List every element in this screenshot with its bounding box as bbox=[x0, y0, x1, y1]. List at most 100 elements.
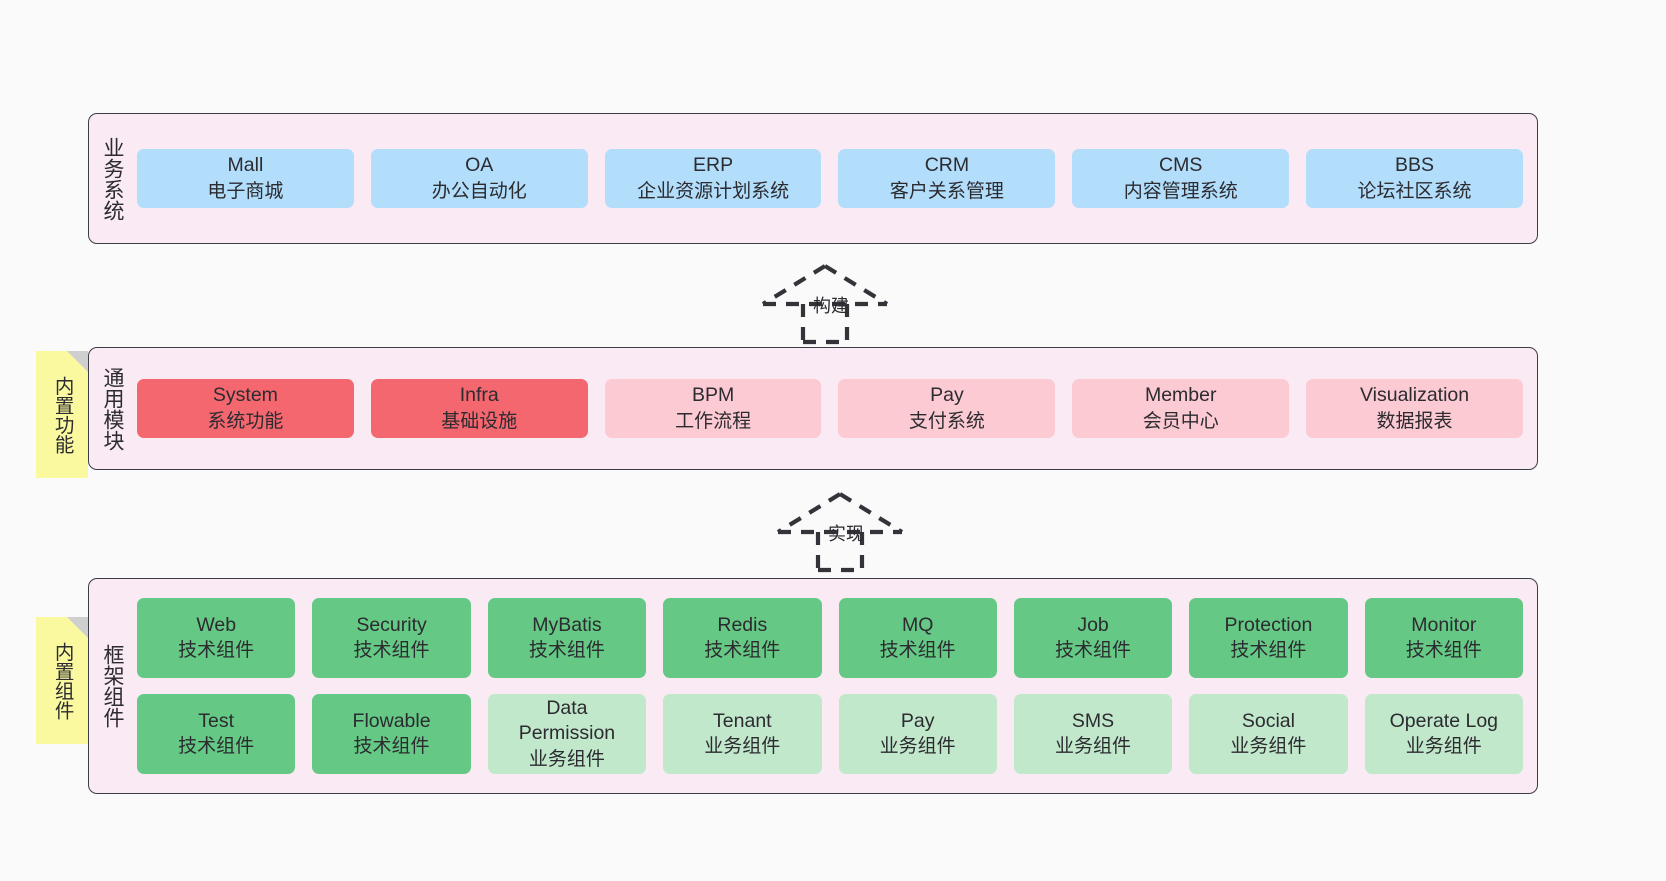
component-box-data-permission[interactable]: Data Permission 业务组件 bbox=[487, 694, 647, 774]
component-name-cont: Permission bbox=[518, 722, 616, 745]
component-name: SMS bbox=[1071, 709, 1115, 732]
layer-row: Test 技术组件 Flowable 技术组件 Data Permission … bbox=[137, 694, 1523, 774]
component-box-mybatis[interactable]: MyBatis 技术组件 bbox=[487, 598, 647, 678]
component-box-social[interactable]: Social 业务组件 bbox=[1189, 694, 1348, 774]
sticky-note-builtin-components: 内置组件 bbox=[36, 617, 88, 744]
module-desc: 客户关系管理 bbox=[889, 180, 1004, 202]
module-desc: 企业资源计划系统 bbox=[637, 180, 790, 202]
component-desc: 技术组件 bbox=[1405, 640, 1482, 662]
module-name: BBS bbox=[1395, 154, 1435, 177]
component-name: MQ bbox=[901, 613, 934, 636]
arrowhead-left-edge bbox=[776, 492, 842, 534]
component-desc: 技术组件 bbox=[704, 640, 781, 662]
arrowhead-right-edge bbox=[823, 264, 889, 306]
layer-body-common: System 系统功能 Infra 基础设施 BPM 工作流程 Pay 支付系统… bbox=[135, 348, 1537, 469]
module-box-erp[interactable]: ERP 企业资源计划系统 bbox=[604, 149, 822, 208]
component-box-test[interactable]: Test 技术组件 bbox=[137, 694, 296, 774]
component-desc: 业务组件 bbox=[704, 736, 781, 758]
component-box-tenant[interactable]: Tenant 业务组件 bbox=[663, 694, 822, 774]
component-box-web[interactable]: Web 技术组件 bbox=[137, 598, 296, 678]
component-box-mq[interactable]: MQ 技术组件 bbox=[838, 598, 997, 678]
module-name: ERP bbox=[693, 154, 734, 177]
module-name: CMS bbox=[1159, 154, 1203, 177]
module-box-cms[interactable]: CMS 内容管理系统 bbox=[1072, 149, 1290, 208]
connector-build: 构建 bbox=[755, 262, 905, 345]
module-desc: 基础设施 bbox=[441, 410, 518, 432]
component-box-security[interactable]: Security 技术组件 bbox=[312, 598, 471, 678]
module-box-oa[interactable]: OA 办公自动化 bbox=[370, 149, 588, 208]
layer-body-framework: Web 技术组件 Security 技术组件 MyBatis 技术组件 Redi… bbox=[135, 579, 1537, 793]
module-name: System bbox=[212, 384, 278, 407]
layer-panel-business: 业务系统 Mall 电子商城 OA 办公自动化 ERP 企业资源计划系统 CRM… bbox=[88, 113, 1538, 244]
module-box-infra[interactable]: Infra 基础设施 bbox=[370, 379, 588, 438]
module-box-member[interactable]: Member 会员中心 bbox=[1072, 379, 1290, 438]
component-name: Web bbox=[196, 613, 237, 636]
component-desc: 技术组件 bbox=[353, 736, 430, 758]
connector-label-implement: 实现 bbox=[828, 524, 864, 544]
layer-row: Web 技术组件 Security 技术组件 MyBatis 技术组件 Redi… bbox=[137, 598, 1523, 678]
component-desc: 技术组件 bbox=[528, 640, 605, 662]
component-desc: 业务组件 bbox=[1405, 736, 1482, 758]
module-box-mall[interactable]: Mall 电子商城 bbox=[137, 149, 354, 208]
sticky-note-builtin-functions: 内置功能 bbox=[36, 351, 88, 478]
layer-panel-common: 通用模块 System 系统功能 Infra 基础设施 BPM 工作流程 Pay… bbox=[88, 347, 1538, 470]
component-box-pay[interactable]: Pay 业务组件 bbox=[838, 694, 997, 774]
module-box-visualization[interactable]: Visualization 数据报表 bbox=[1306, 379, 1523, 438]
arrowhead-left-edge bbox=[761, 264, 827, 306]
component-box-protection[interactable]: Protection 技术组件 bbox=[1189, 598, 1348, 678]
module-name: Pay bbox=[930, 384, 964, 407]
arrowhead-right-edge bbox=[838, 492, 904, 534]
component-box-flowable[interactable]: Flowable 技术组件 bbox=[312, 694, 471, 774]
component-name: Pay bbox=[900, 709, 935, 732]
module-name: Visualization bbox=[1359, 384, 1470, 407]
component-name: Tenant bbox=[713, 709, 772, 732]
module-desc: 系统功能 bbox=[207, 410, 284, 432]
connector-implement: 实现 bbox=[770, 490, 920, 573]
component-name: Test bbox=[198, 709, 235, 732]
component-desc: 技术组件 bbox=[879, 640, 956, 662]
layer-title-framework: 框架组件 bbox=[100, 644, 124, 728]
component-name: Monitor bbox=[1411, 613, 1477, 636]
module-box-pay[interactable]: Pay 支付系统 bbox=[838, 379, 1056, 438]
component-box-operate-log[interactable]: Operate Log 业务组件 bbox=[1364, 694, 1523, 774]
note-fold-icon bbox=[67, 351, 88, 372]
component-desc: 技术组件 bbox=[1230, 640, 1307, 662]
component-box-job[interactable]: Job 技术组件 bbox=[1013, 598, 1173, 678]
component-box-monitor[interactable]: Monitor 技术组件 bbox=[1364, 598, 1523, 678]
module-name: Member bbox=[1144, 384, 1217, 407]
component-desc: 技术组件 bbox=[353, 640, 430, 662]
component-name: Protection bbox=[1224, 613, 1313, 636]
component-desc: 业务组件 bbox=[1055, 736, 1132, 758]
module-desc: 工作流程 bbox=[675, 410, 752, 432]
layer-title-common: 通用模块 bbox=[100, 366, 124, 451]
component-desc: 技术组件 bbox=[1055, 640, 1132, 662]
component-name: Data bbox=[546, 696, 588, 719]
module-box-bbs[interactable]: BBS 论坛社区系统 bbox=[1306, 149, 1523, 208]
layer-body-business: Mall 电子商城 OA 办公自动化 ERP 企业资源计划系统 CRM 客户关系… bbox=[135, 114, 1537, 243]
layer-row: Mall 电子商城 OA 办公自动化 ERP 企业资源计划系统 CRM 客户关系… bbox=[137, 149, 1523, 208]
component-desc: 技术组件 bbox=[178, 736, 255, 758]
layer-title-business: 业务系统 bbox=[100, 136, 124, 221]
component-desc: 业务组件 bbox=[528, 749, 605, 771]
component-name: MyBatis bbox=[532, 613, 602, 636]
module-name: OA bbox=[465, 154, 494, 177]
layer-row: System 系统功能 Infra 基础设施 BPM 工作流程 Pay 支付系统… bbox=[137, 379, 1523, 438]
module-desc: 办公自动化 bbox=[431, 180, 527, 202]
module-name: Mall bbox=[227, 154, 264, 177]
module-desc: 数据报表 bbox=[1376, 410, 1453, 432]
component-name: Operate Log bbox=[1389, 709, 1499, 732]
module-box-crm[interactable]: CRM 客户关系管理 bbox=[838, 149, 1056, 208]
component-box-redis[interactable]: Redis 技术组件 bbox=[663, 598, 822, 678]
module-box-bpm[interactable]: BPM 工作流程 bbox=[604, 379, 822, 438]
module-box-system[interactable]: System 系统功能 bbox=[137, 379, 354, 438]
component-name: Social bbox=[1241, 709, 1295, 732]
component-box-sms[interactable]: SMS 业务组件 bbox=[1013, 694, 1173, 774]
note-fold-icon bbox=[67, 617, 88, 638]
layer-panel-framework: 框架组件 Web 技术组件 Security 技术组件 MyBatis 技术组件… bbox=[88, 578, 1538, 794]
sticky-note-label: 内置组件 bbox=[51, 641, 74, 720]
component-name: Job bbox=[1077, 613, 1109, 636]
component-desc: 技术组件 bbox=[178, 640, 255, 662]
component-desc: 业务组件 bbox=[879, 736, 956, 758]
module-name: BPM bbox=[691, 384, 735, 407]
